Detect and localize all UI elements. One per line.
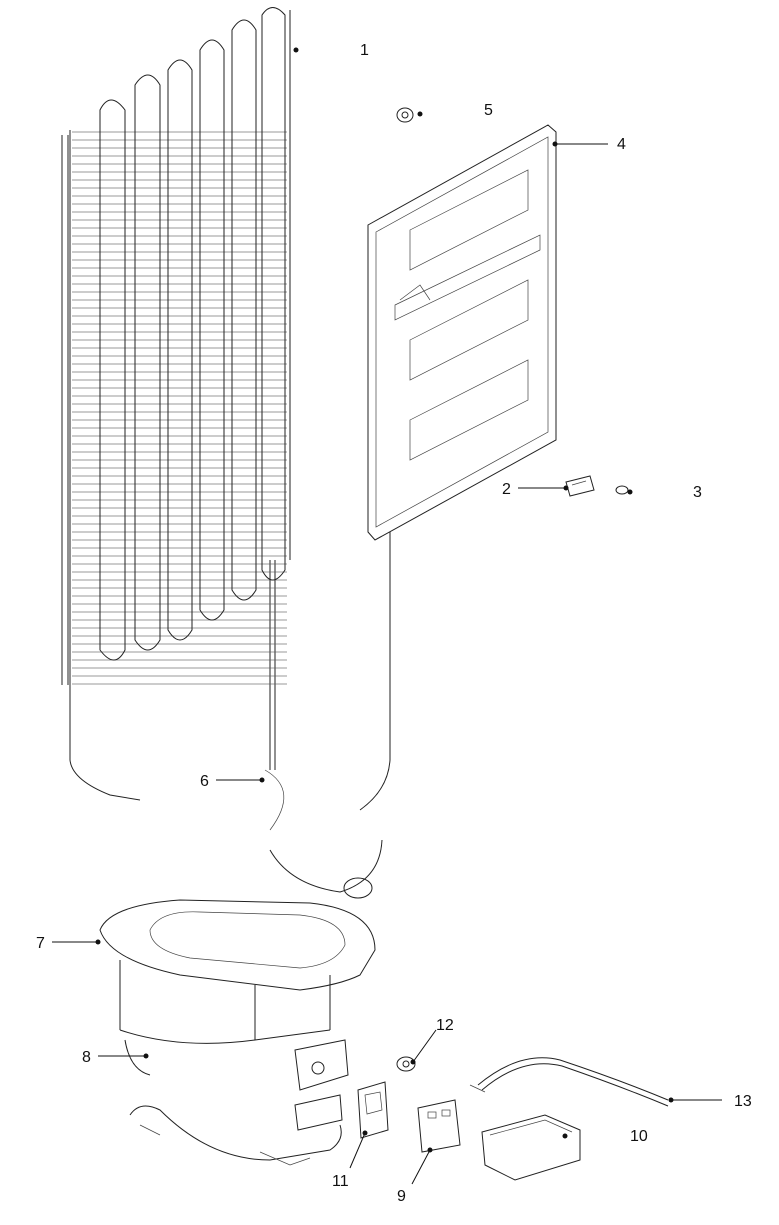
callout-5: 5 <box>484 102 493 119</box>
cover-box <box>481 1114 581 1181</box>
callout-12: 12 <box>436 1017 454 1034</box>
callout-1: 1 <box>360 42 369 59</box>
callout-4: 4 <box>617 136 626 153</box>
callout-10: 10 <box>630 1128 648 1145</box>
compressor-base <box>124 1039 342 1166</box>
drip-tray <box>99 899 376 1044</box>
connector-block <box>565 475 595 497</box>
starter-block <box>417 1099 461 1153</box>
relay-part <box>357 1081 389 1139</box>
mounting-bracket <box>294 1039 349 1131</box>
clip-part <box>396 107 414 123</box>
callout-7: 7 <box>36 935 45 952</box>
rear-cover-plate <box>367 124 557 541</box>
callout-3: 3 <box>693 484 702 501</box>
callout-13: 13 <box>734 1093 752 1110</box>
callout-labels: 1 5 4 2 3 6 7 8 12 13 10 11 9 <box>36 42 752 1205</box>
screw-part <box>615 485 629 495</box>
callout-6: 6 <box>200 773 209 790</box>
leader-lines <box>52 47 722 1185</box>
condenser-coil <box>61 7 291 685</box>
callout-11: 11 <box>332 1173 349 1190</box>
callout-9: 9 <box>397 1188 406 1205</box>
clip-part-12 <box>396 1056 416 1072</box>
power-cable <box>469 1057 669 1107</box>
callout-8: 8 <box>82 1049 91 1066</box>
callout-2: 2 <box>502 481 511 498</box>
